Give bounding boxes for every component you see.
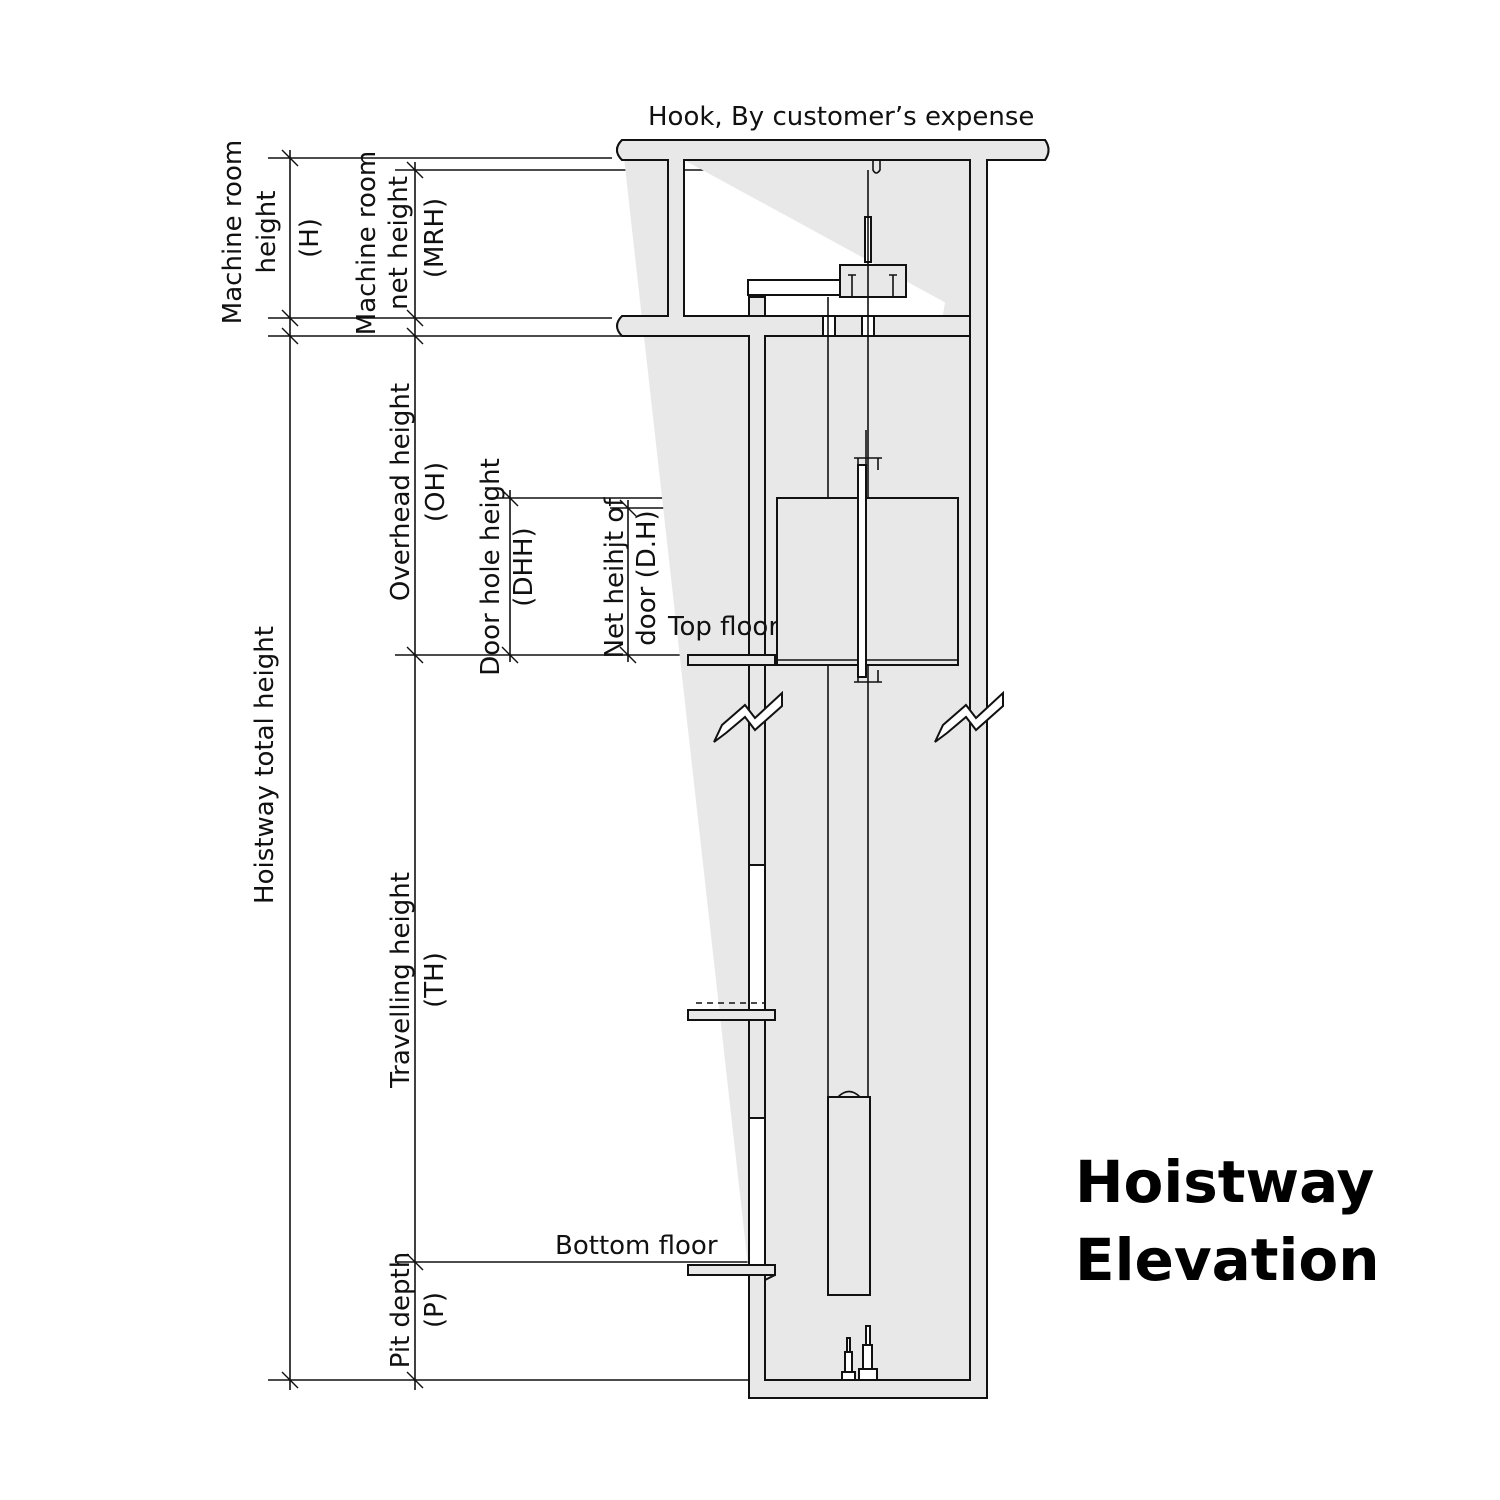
svg-text:(H): (H) <box>295 218 325 258</box>
svg-text:Elevation: Elevation <box>1075 1226 1380 1294</box>
svg-text:(OH): (OH) <box>421 462 451 522</box>
svg-text:Net heihjt of: Net heihjt of <box>600 497 630 659</box>
label-machine-room-height: Machine room height (H) <box>218 140 325 324</box>
svg-text:Machine room: Machine room <box>352 151 382 335</box>
svg-text:height: height <box>252 191 282 274</box>
top-floor-label: Top floor <box>667 612 779 642</box>
label-overhead-height: Overhead height (OH) <box>386 383 451 601</box>
svg-text:Overhead height: Overhead height <box>386 383 416 601</box>
dimension-lines <box>268 149 880 1390</box>
svg-text:(TH): (TH) <box>420 952 450 1008</box>
label-hoistway-total-height: Hoistway total height <box>250 626 280 904</box>
svg-text:net height: net height <box>384 176 414 310</box>
svg-text:Machine room: Machine room <box>218 140 248 324</box>
svg-text:Pit depth: Pit depth <box>386 1252 416 1368</box>
break-lines <box>713 690 1004 743</box>
label-travelling-height: Travelling height (TH) <box>386 872 450 1089</box>
svg-text:(DHH): (DHH) <box>509 527 539 606</box>
label-machine-room-net-height: Machine room net height (MRH) <box>352 151 450 335</box>
svg-text:(P): (P) <box>420 1292 450 1328</box>
pit-buffers <box>841 1325 878 1381</box>
svg-text:(MRH): (MRH) <box>420 198 450 278</box>
svg-text:Travelling height: Travelling height <box>386 872 416 1089</box>
diagram-title: Hoistway Elevation <box>1075 1148 1380 1294</box>
svg-text:Hoistway: Hoistway <box>1075 1148 1374 1216</box>
label-net-height-of-door: Net heihjt of door (D.H) <box>600 497 662 659</box>
svg-text:Door hole height: Door hole height <box>476 458 506 676</box>
label-door-hole-height: Door hole height (DHH) <box>476 458 539 676</box>
elevator-car <box>776 430 959 683</box>
building-structure <box>616 139 1050 1399</box>
svg-text:door (D.H): door (D.H) <box>632 510 662 645</box>
label-pit-depth: Pit depth (P) <box>386 1252 450 1368</box>
bottom-floor-label: Bottom floor <box>555 1231 718 1261</box>
hook-label: Hook, By customer’s expense <box>648 102 1034 132</box>
counterweight <box>827 1090 871 1296</box>
